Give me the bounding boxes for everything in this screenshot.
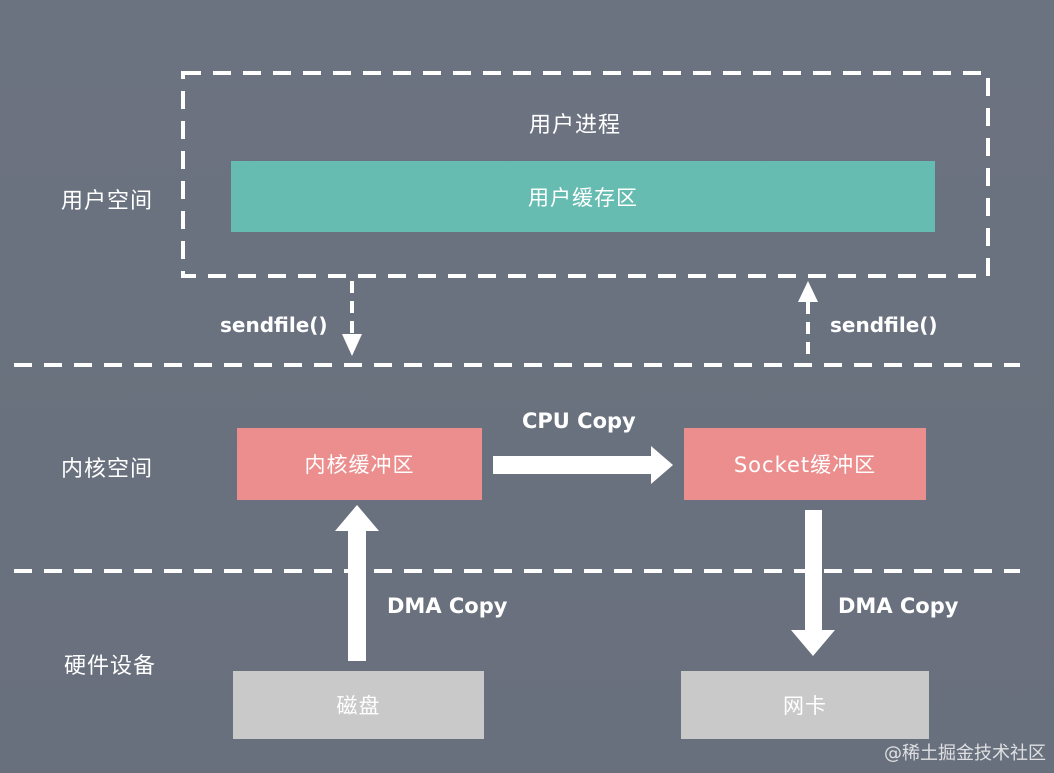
- watermark: @稀土掘金技术社区: [884, 743, 1046, 764]
- dma-copy-right-label: DMA Copy: [838, 594, 959, 618]
- kernel-buffer-label: 内核缓冲区: [304, 453, 415, 477]
- nic-box: 网卡: [681, 671, 929, 739]
- sendfile-left-label: sendfile(): [220, 313, 328, 337]
- user-process-dashed-border: [181, 71, 990, 278]
- user-buffer-label: 用户缓存区: [528, 185, 638, 210]
- hardware-label: 硬件设备: [64, 654, 157, 679]
- socket-buffer-box: Socket缓冲区: [684, 428, 926, 500]
- sendfile-right-arrowhead: [798, 281, 818, 302]
- disk-label: 磁盘: [336, 694, 381, 718]
- user-process-title: 用户进程: [529, 113, 622, 138]
- dma-copy-up-arrow: [335, 505, 379, 661]
- disk-box: 磁盘: [233, 671, 484, 739]
- user-buffer-box: 用户缓存区: [231, 161, 935, 232]
- sendfile-left-arrowhead: [342, 334, 362, 356]
- nic-label: 网卡: [783, 694, 827, 718]
- kernel-buffer-box: 内核缓冲区: [237, 428, 482, 500]
- cpu-copy-label: CPU Copy: [522, 409, 636, 433]
- kernel-space-label: 内核空间: [61, 457, 154, 482]
- dma-copy-down-arrow: [791, 510, 835, 656]
- dma-copy-left-label: DMA Copy: [387, 594, 508, 618]
- cpu-copy-arrow: [493, 446, 673, 484]
- sendfile-right-label: sendfile(): [830, 313, 938, 337]
- user-space-label: 用户空间: [61, 189, 154, 214]
- socket-buffer-label: Socket缓冲区: [733, 453, 877, 477]
